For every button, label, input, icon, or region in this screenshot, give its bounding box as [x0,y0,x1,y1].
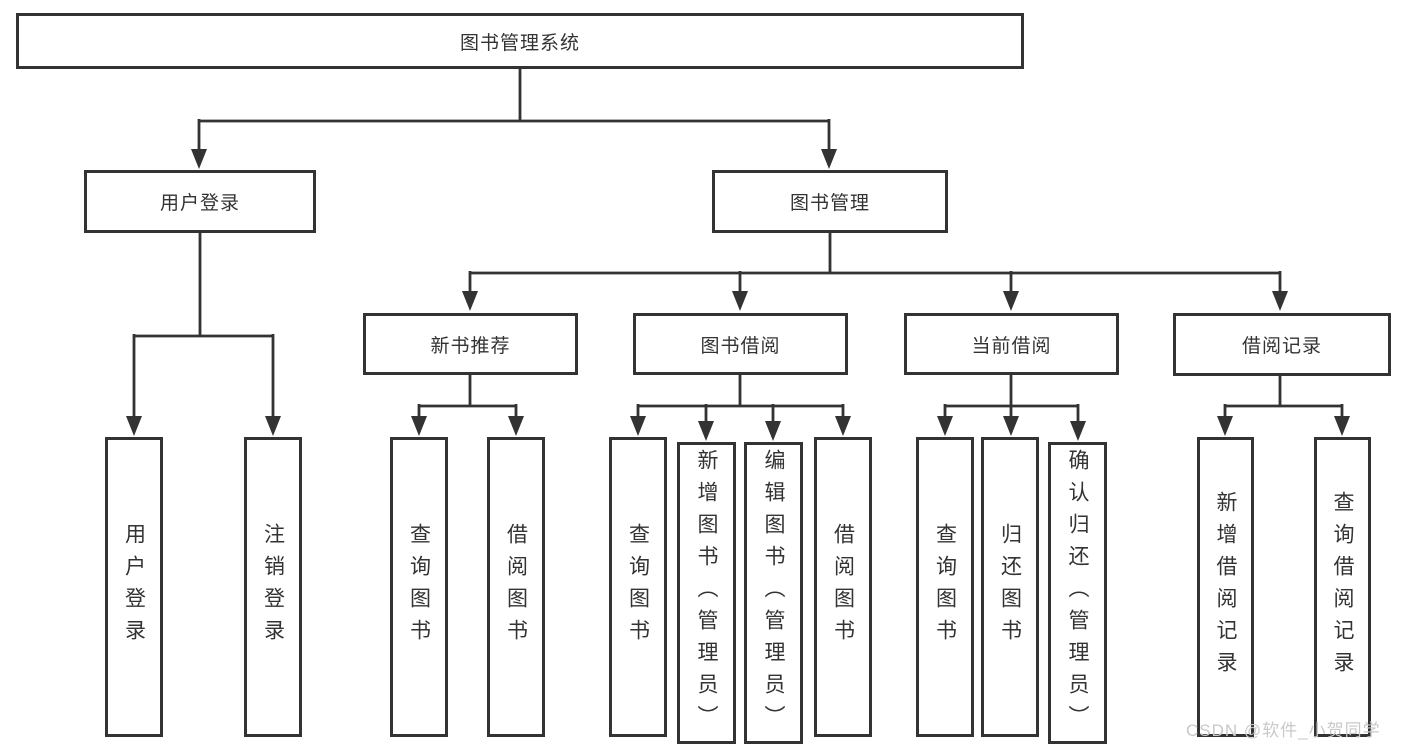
node-label: 借阅记录 [1241,336,1322,357]
leaf-label: 查询图书 [626,523,650,651]
node-user-login: 用户登录 [84,170,316,233]
leaf-records-add: 新增借阅记录 [1197,437,1254,737]
leaf-label: 查询图书 [933,523,957,651]
leaf-label: 编辑图书（管理员） [762,449,785,737]
leaf-label: 借阅图书 [504,523,528,651]
leaf-borrow-borrow: 借阅图书 [814,437,872,737]
node-label: 新书推荐 [430,335,511,357]
node-borrow-records: 借阅记录 [1173,313,1391,376]
node-label: 用户登录 [159,193,240,214]
connector-path [468,233,1282,292]
node-label: 图书管理 [789,193,870,214]
leaf-label: 归还图书 [998,523,1022,651]
arrowhead-icon [1003,291,1019,311]
connector-path [1223,376,1344,416]
arrowhead-icon [1334,416,1350,436]
connector-currentborrow-to-leaves [937,375,1086,441]
node-label: 图书管理系统 [459,32,580,54]
leaf-records-query: 查询借阅记录 [1314,437,1371,737]
leaf-logout: 注销登录 [244,437,302,737]
arrowhead-icon [765,421,781,441]
node-new-book-recommend: 新书推荐 [363,313,578,375]
leaf-label: 注销登录 [261,523,285,651]
connector-path [417,375,518,416]
watermark: CSDN @软件_小贺同学 [1186,721,1381,740]
connector-records-to-leaves [1217,376,1350,436]
leaf-label: 借阅图书 [831,523,855,651]
leaf-borrow-query: 查询图书 [609,437,667,737]
node-label: 当前借阅 [971,335,1052,357]
leaf-current-return: 归还图书 [981,437,1039,737]
node-book-borrow: 图书借阅 [633,313,848,375]
connector-path [197,68,831,150]
leaf-current-query: 查询图书 [916,437,974,737]
arrowhead-icon [630,416,646,436]
arrowhead-icon [1217,416,1233,436]
connector-newbook-to-leaves [411,375,524,436]
arrowhead-icon [821,149,837,169]
leaf-label: 确认归还（管理员） [1066,449,1089,737]
arrowhead-icon [126,416,142,436]
arrowhead-icon [835,416,851,436]
arrowhead-icon [1272,291,1288,311]
arrowhead-icon [411,416,427,436]
arrowhead-icon [732,291,748,311]
arrowhead-icon [508,416,524,436]
node-current-borrow: 当前借阅 [904,313,1119,375]
connector-path [943,375,1080,421]
leaf-borrow-edit-admin: 编辑图书（管理员） [744,442,803,744]
node-root-system: 图书管理系统 [16,13,1024,69]
leaf-label: 用户登录 [122,523,146,651]
leaf-borrow-add-admin: 新增图书（管理员） [677,442,736,744]
node-book-management: 图书管理 [712,170,948,233]
leaf-label: 查询借阅记录 [1331,491,1354,683]
arrowhead-icon [265,416,281,436]
arrowhead-icon [698,421,714,441]
leaf-label: 查询图书 [407,523,431,651]
connector-path [132,233,275,416]
arrowhead-icon [191,149,207,169]
leaf-label: 新增借阅记录 [1214,491,1237,683]
connector-management-to-level3 [462,233,1288,311]
node-label: 图书借阅 [700,335,781,357]
connector-path [636,375,845,421]
arrowhead-icon [462,291,478,311]
arrowhead-icon [1070,421,1086,441]
connector-login-to-leaves [126,233,281,436]
arrowhead-icon [937,416,953,436]
connector-bookborrow-to-leaves [630,375,851,441]
leaf-label: 新增图书（管理员） [695,449,718,737]
leaf-current-confirm-admin: 确认归还（管理员） [1048,442,1107,744]
arrowhead-icon [1003,416,1019,436]
leaf-newbook-query: 查询图书 [390,437,448,737]
leaf-user-login: 用户登录 [105,437,163,737]
leaf-newbook-borrow: 借阅图书 [487,437,545,737]
connector-root-to-level2 [191,68,837,169]
